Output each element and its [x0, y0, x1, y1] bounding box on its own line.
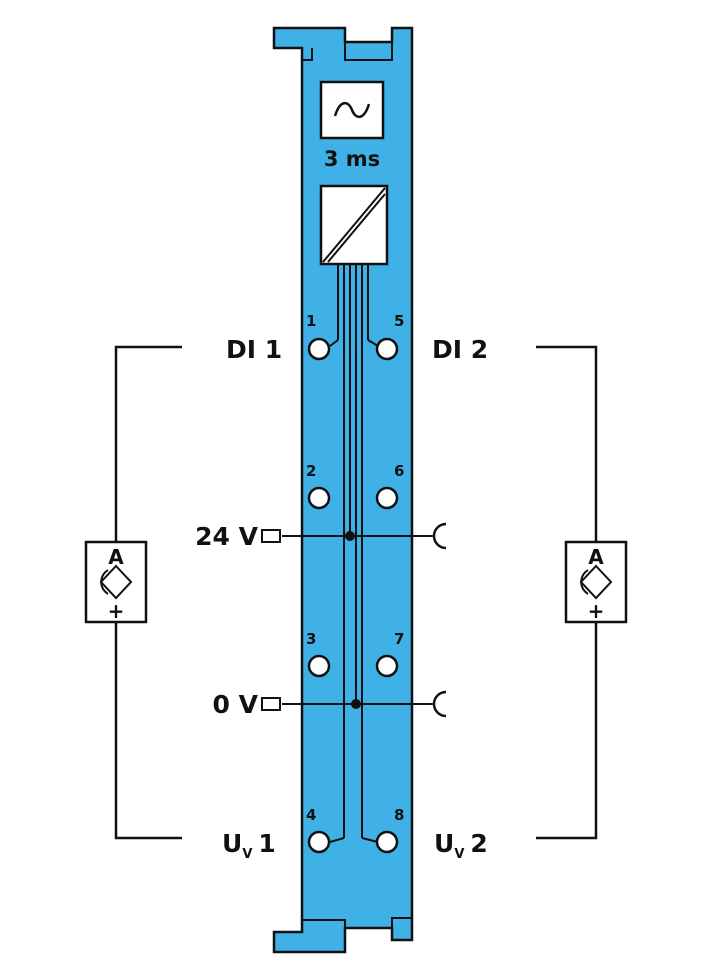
terminal-number-3: 3	[306, 630, 316, 648]
terminal-number-5: 5	[394, 312, 404, 330]
terminal-4	[307, 830, 331, 854]
internal-wiring	[329, 264, 379, 843]
terminal-number-7: 7	[394, 630, 404, 648]
terminal-points	[307, 337, 399, 854]
terminal-6	[375, 486, 399, 510]
label-0v: 0 V	[213, 690, 259, 719]
terminal-number-1: 1	[306, 312, 316, 330]
sensor-right-output-label: A	[588, 545, 604, 569]
terminal-3	[307, 654, 331, 678]
label-di1: DI 1	[226, 335, 282, 364]
terminal-8	[375, 830, 399, 854]
terminal-number-2: 2	[306, 462, 316, 480]
bottom-rail-clip	[301, 917, 412, 932]
bus-connector-24v-right	[432, 522, 447, 550]
terminal-1	[307, 337, 331, 361]
top-rail-clip	[301, 42, 393, 61]
filter-time-label: 3 ms	[324, 147, 380, 171]
junction-0v	[351, 699, 361, 709]
optocoupler-diagonal-icon	[322, 187, 386, 263]
proximity-sensor-icon	[564, 540, 628, 624]
terminal-number-8: 8	[394, 806, 404, 824]
terminal-number-4: 4	[306, 806, 316, 824]
terminal-7	[375, 654, 399, 678]
proximity-sensor-icon	[84, 540, 148, 624]
external-wiring	[114, 345, 598, 840]
sensor-left-output-label: A	[108, 545, 124, 569]
junction-24v	[345, 531, 355, 541]
tilde-wave-icon	[333, 102, 371, 118]
sensor-right-supply-label: +	[588, 599, 605, 623]
bus-connector-0v-left	[261, 697, 281, 711]
bus-connector-24v-left	[261, 529, 281, 543]
label-24v: 24 V	[195, 522, 258, 551]
terminal-2	[307, 486, 331, 510]
bus-connector-0v-right	[432, 690, 447, 718]
sensor-left-supply-label: +	[108, 599, 125, 623]
label-di2: DI 2	[432, 335, 488, 364]
terminal-5	[375, 337, 399, 361]
terminal-number-6: 6	[394, 462, 404, 480]
